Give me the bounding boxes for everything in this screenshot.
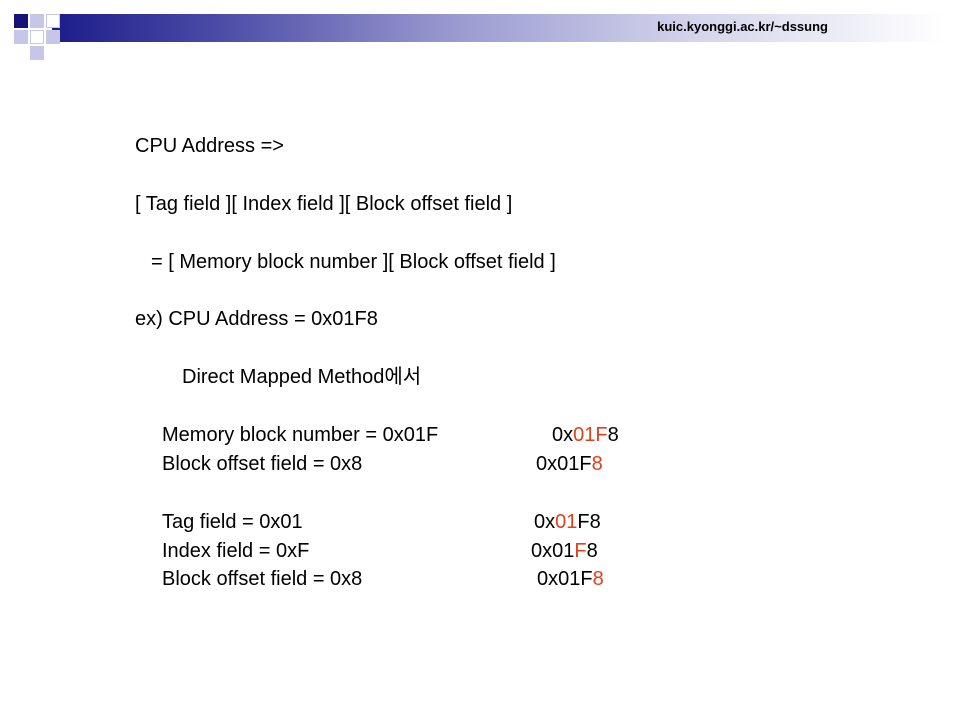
row-hex: 0x01F8: [552, 424, 619, 446]
decor-square: [14, 14, 28, 28]
decor-square: [30, 46, 44, 60]
row-label: Tag field = 0x01: [162, 511, 303, 533]
cpu-address-heading: CPU Address =>: [135, 135, 284, 157]
row-label: Block offset field = 0x8: [162, 568, 363, 590]
decor-square: [46, 30, 60, 44]
example-address: ex) CPU Address = 0x01F8: [135, 308, 378, 330]
decor-square: [30, 14, 44, 28]
header-gradient-bar: [52, 14, 947, 42]
address-field-layout: [ Tag field ][ Index field ][ Block offs…: [135, 193, 513, 215]
row-hex: 0x01F8: [536, 453, 603, 475]
row-hex: 0x01F8: [534, 511, 601, 533]
row-label: Memory block number = 0x01F: [162, 424, 439, 446]
address-field-equivalent: = [ Memory block number ][ Block offset …: [151, 251, 556, 273]
row-label: Block offset field = 0x8: [162, 453, 363, 475]
row-hex: 0x01F8: [537, 568, 604, 590]
decor-square: [46, 14, 60, 28]
row-label: Index field = 0xF: [162, 540, 310, 562]
site-url: kuic.kyonggi.ac.kr/~dssung: [657, 19, 828, 34]
method-label: Direct Mapped Method에서: [182, 366, 422, 388]
decor-square: [30, 30, 44, 44]
decor-square: [14, 30, 28, 44]
row-hex: 0x01F8: [531, 540, 598, 562]
